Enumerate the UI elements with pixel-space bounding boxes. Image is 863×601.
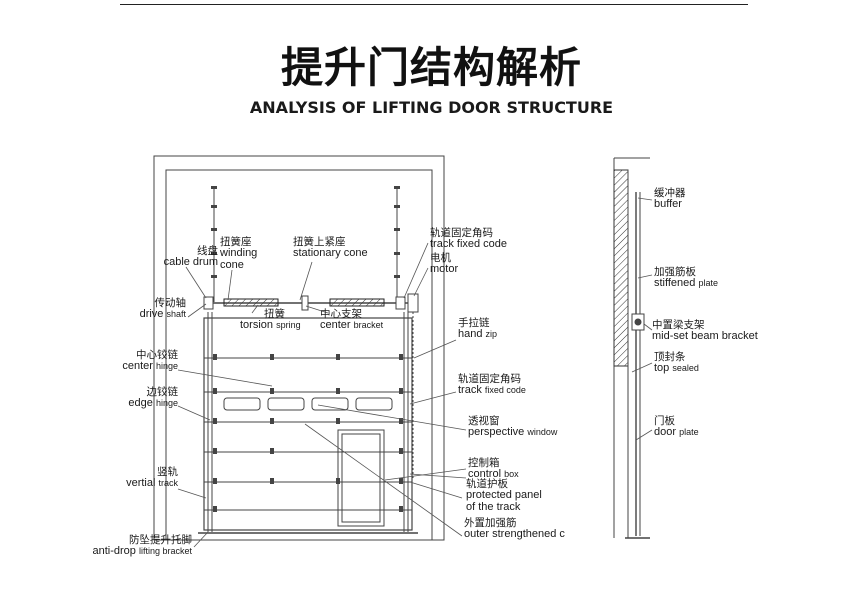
page-title: 提升门结构解析 [280,43,582,92]
center-bracket-mark [301,295,309,311]
torsion-spring-right [329,298,385,307]
label-hand-zip: 手拉链 hand zip [458,317,498,341]
page-subtitle: ANALYSIS OF LIFTING DOOR STRUCTURE [249,98,614,117]
label-top-sealed: 顶封条 top sealed [654,351,699,375]
label-control-box: 控制箱 control box [468,457,519,481]
label-protected-panel: 轨道护板 protected panel of the track [466,478,542,513]
label-motor: 电机 motor [430,252,459,276]
label-torsion-spring: 扭簧 torsion spring [240,308,301,332]
label-stationary-cone: 扭簧上紧座 stationary cone [293,236,368,260]
window-4 [355,397,393,411]
label-track-fixed-code-top: 轨道固定角码 track fixed code [430,227,508,251]
label-center-bracket: 中心支架 center bracket [320,308,384,332]
label-mid-set-beam: 中置梁支架 mid-set beam bracket [652,319,758,343]
label-stiffened-plate: 加强筋板 stiffened plate [654,266,718,290]
label-track-fixed-code-mid: 轨道固定角码 track fixed code [458,373,526,397]
label-vertial-track: 竖轨 vertial track [126,466,178,490]
label-outer-strengthened: 外置加强筋 outer strengthened c [464,517,565,541]
torsion-spring-left [223,298,279,307]
top-divider-line [120,4,748,5]
inner-frame [165,169,433,541]
window-3 [311,397,349,411]
label-cable-drum: 线盘 cable drum [163,245,218,269]
window-2 [267,397,305,411]
wall-hatch [613,169,629,367]
label-buffer: 缓冲器 buffer [654,187,686,211]
label-drive-shaft: 传动轴 drive shaft [139,297,186,321]
cable-drum-left [203,296,214,310]
motor-box [407,293,419,313]
label-center-hinge: 中心铰链 center hinge [122,349,178,373]
cable-drum-right [395,296,406,310]
label-perspective-window: 透视窗 perspective window [468,415,558,439]
label-anti-drop: 防坠提升托脚 anti-drop lifting bracket [92,534,192,558]
label-winding-cone: 扭簧座 winding cone [220,236,258,271]
pass-door [337,429,385,527]
window-1 [223,397,261,411]
label-edge-hinge: 边铰链 edge hinge [128,386,178,410]
door-panel [203,317,413,531]
label-door-plate: 门板 door plate [654,415,699,439]
